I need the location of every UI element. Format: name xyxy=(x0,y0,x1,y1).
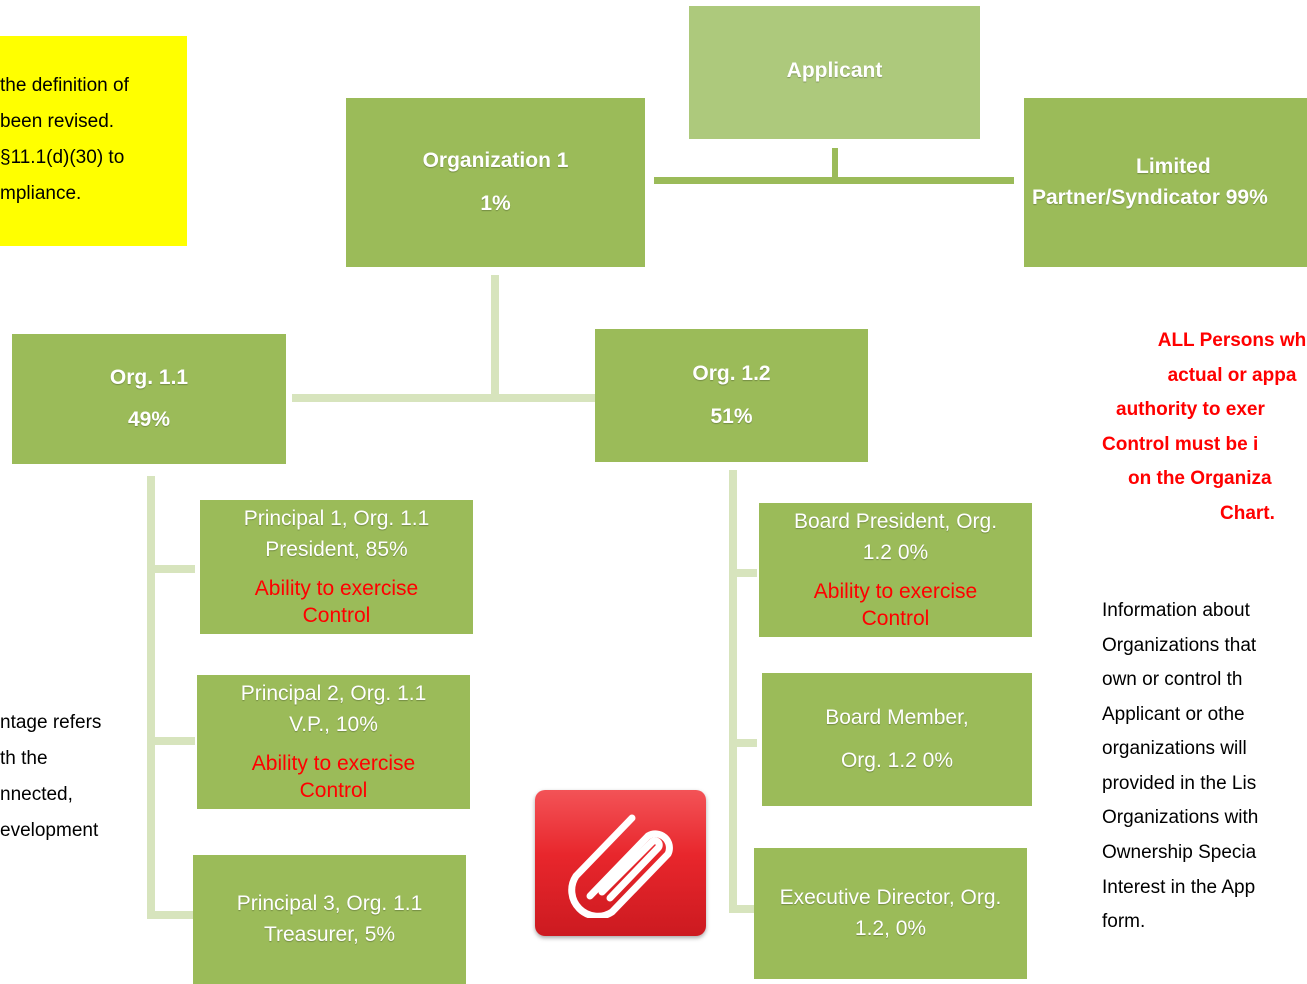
warning-line-2: actual or appa xyxy=(1167,364,1297,386)
principal-1-line-1: Principal 1, Org. 1.1 xyxy=(243,507,430,531)
principal-2-box: Principal 2, Org. 1.1 V.P., 10% Ability … xyxy=(197,675,470,809)
principal-2-line-2: V.P., 10% xyxy=(289,712,378,736)
principal-1-control-line-2: Control xyxy=(302,604,371,628)
info-line-5: organizations will xyxy=(1102,738,1247,760)
connector-org11-branch-1 xyxy=(147,565,195,573)
note-line-4: mpliance. xyxy=(0,183,82,205)
organization-1-label: Organization 1 xyxy=(422,149,569,173)
connector-top-horizontal xyxy=(654,177,1014,184)
revision-note: the definition of been revised. §11.1(d)… xyxy=(0,36,187,246)
organization-1-box: Organization 1 1% xyxy=(346,98,645,267)
info-line-7: Organizations with xyxy=(1102,807,1259,829)
info-line-2: Organizations that xyxy=(1102,634,1257,656)
warning-line-5: on the Organiza xyxy=(1128,468,1272,490)
applicant-box: Applicant xyxy=(689,6,980,139)
applicant-label: Applicant xyxy=(786,59,883,82)
principal-2-control-line-2: Control xyxy=(299,779,368,803)
org-1-1-box: Org. 1.1 49% xyxy=(12,334,286,464)
note-line-3: §11.1(d)(30) to xyxy=(0,147,125,169)
board-president-control-line-2: Control xyxy=(861,607,930,631)
warning-line-4: Control must be i xyxy=(1102,433,1259,455)
limited-partner-line-2: Partner/Syndicator 99% xyxy=(1032,185,1268,209)
connector-applicant-down xyxy=(832,148,838,180)
principal-3-line-1: Principal 3, Org. 1.1 xyxy=(236,892,423,916)
connector-org11-branch-3 xyxy=(147,911,195,919)
connector-org12-vertical xyxy=(729,470,737,912)
connector-org12-branch-2 xyxy=(729,739,757,747)
info-line-6: provided in the Lis xyxy=(1102,772,1257,794)
left-note-line-3: nnected, xyxy=(0,784,73,806)
board-member-line-2: Org. 1.2 0% xyxy=(840,748,954,772)
board-president-control-line-1: Ability to exercise xyxy=(813,580,978,604)
warning-line-1: ALL Persons wh xyxy=(1157,330,1307,351)
info-line-1: Information about xyxy=(1102,600,1250,621)
info-line-4: Applicant or othe xyxy=(1102,703,1245,725)
org-1-2-pct: 51% xyxy=(710,404,753,428)
paperclip-icon xyxy=(567,814,673,918)
organizations-info-text: Information about Organizations that own… xyxy=(1102,594,1258,940)
attachment-button[interactable] xyxy=(535,790,706,936)
board-president-line-1: Board President, Org. xyxy=(793,510,998,534)
info-line-8: Ownership Specia xyxy=(1102,842,1257,864)
principal-1-line-2: President, 85% xyxy=(265,537,408,561)
info-line-10: form. xyxy=(1102,911,1146,933)
left-note-line-1: ntage refers xyxy=(0,712,102,733)
limited-partner-box: Limited Partner/Syndicator 99% xyxy=(1024,98,1307,267)
connector-org12-branch-1 xyxy=(729,569,757,577)
connector-mid-horizontal xyxy=(292,394,596,402)
left-note-text: ntage refers th the nnected, evelopment xyxy=(0,705,101,849)
warning-line-6: Chart. xyxy=(1220,502,1275,524)
connector-org12-branch-3 xyxy=(729,905,757,913)
org-1-2-label: Org. 1.2 xyxy=(692,362,771,386)
board-president-box: Board President, Org. 1.2 0% Ability to … xyxy=(759,503,1032,637)
executive-director-box: Executive Director, Org. 1.2, 0% xyxy=(754,848,1027,979)
warning-line-3: authority to exer xyxy=(1116,399,1265,421)
principal-3-box: Principal 3, Org. 1.1 Treasurer, 5% xyxy=(193,855,466,984)
board-president-line-2: 1.2 0% xyxy=(862,540,929,564)
board-member-box: Board Member, Org. 1.2 0% xyxy=(762,673,1032,806)
principal-1-control-line-1: Ability to exercise xyxy=(254,577,419,601)
left-note-line-2: th the xyxy=(0,748,48,770)
limited-partner-line-1: Limited xyxy=(1136,155,1211,179)
control-warning-text: ALL Persons wh actual or appa authority … xyxy=(1102,324,1307,531)
connector-org11-vertical xyxy=(147,476,155,918)
org-1-1-label: Org. 1.1 xyxy=(109,365,189,389)
board-member-line-1: Board Member, xyxy=(825,706,969,730)
connector-org1-down xyxy=(491,275,499,400)
org-1-1-pct: 49% xyxy=(127,408,171,431)
connector-org11-branch-2 xyxy=(147,737,195,745)
principal-2-line-1: Principal 2, Org. 1.1 xyxy=(240,682,427,706)
organization-1-pct: 1% xyxy=(480,191,511,215)
note-line-2: been revised. xyxy=(0,111,115,133)
principal-3-line-2: Treasurer, 5% xyxy=(263,922,396,946)
principal-1-box: Principal 1, Org. 1.1 President, 85% Abi… xyxy=(200,500,473,634)
executive-director-line-1: Executive Director, Org. xyxy=(779,886,1002,910)
info-line-9: Interest in the App xyxy=(1102,876,1256,898)
note-line-1: the definition of xyxy=(0,75,129,96)
principal-2-control-line-1: Ability to exercise xyxy=(251,752,416,776)
info-line-3: own or control th xyxy=(1102,669,1243,691)
executive-director-line-2: 1.2, 0% xyxy=(854,916,927,940)
left-note-line-4: evelopment xyxy=(0,820,99,842)
org-1-2-box: Org. 1.2 51% xyxy=(595,329,868,462)
